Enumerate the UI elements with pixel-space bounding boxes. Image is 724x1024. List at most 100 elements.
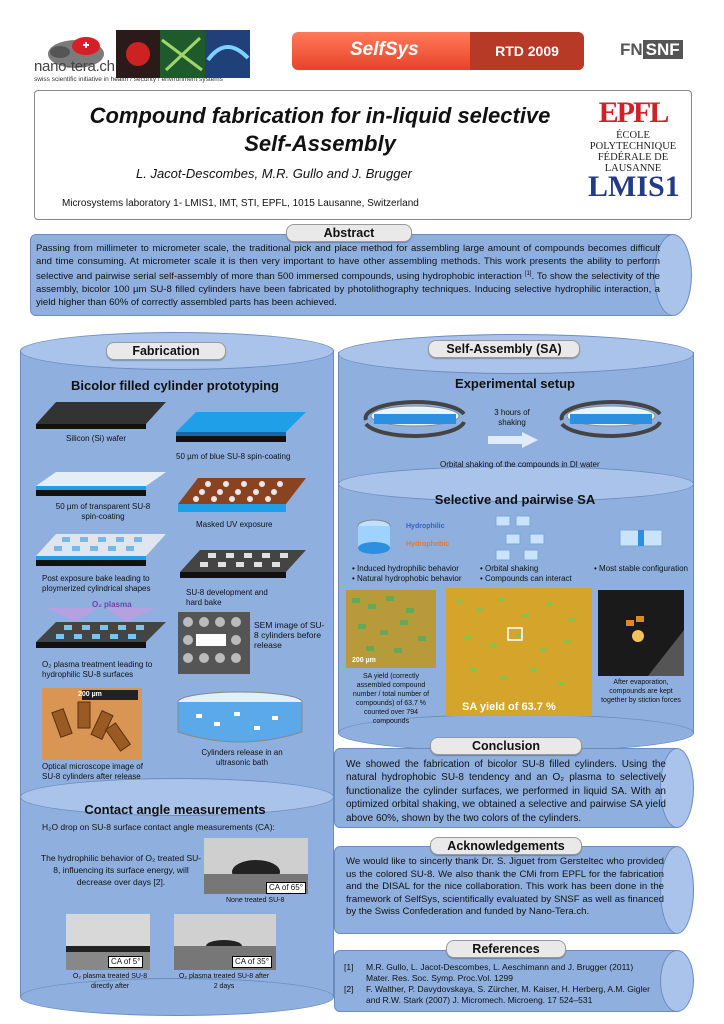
o2-plasma-diagram [36, 608, 166, 648]
abstract-text: Passing from millimeter to micrometer sc… [36, 243, 660, 309]
selfsys-name: SelfSys [350, 39, 419, 60]
conclusion-label: Conclusion [430, 737, 582, 755]
epfl-logo: EPFL ÉCOLE POLYTECHNIQUE FÉDÉRALE DE LAU… [578, 96, 688, 174]
bullet-stable: • Most stable configuration [594, 564, 688, 573]
contact-heading: Contact angle measurements [84, 802, 266, 817]
selective-heading: Selective and pairwise SA [434, 492, 596, 507]
sa-yield-large-image [446, 588, 592, 716]
hydrophilic-label: Hydrophilic [406, 523, 445, 530]
bullet-interact: • Compounds can interact [480, 574, 572, 583]
pair-shaking-diagram [495, 515, 545, 561]
fabrication-label: Fabrication [106, 342, 226, 360]
sem-caption: SEM image of SU-8 cylinders before relea… [254, 620, 325, 650]
sa-divider [338, 466, 694, 502]
abstract-ref: [1] [524, 271, 532, 278]
contact-divider [20, 778, 334, 816]
refs-cylinder [334, 950, 676, 1012]
blue-su8-diagram [176, 412, 306, 442]
references-label: References [446, 940, 566, 958]
transparent-su8-diagram [36, 472, 166, 496]
header-photo-strip [116, 30, 250, 78]
stable-config-diagram [619, 529, 663, 547]
evaporation-image [598, 590, 684, 676]
orbital-caption: Orbital shaking of the compounds in DI w… [440, 460, 600, 469]
step-development: SU-8 development and hard bake [186, 588, 268, 607]
release-caption: Cylinders release in an ultrasonic bath [201, 748, 283, 767]
bullet-hydrophilic: • Induced hydrophilic behavior [352, 564, 459, 573]
fns-text: FN [620, 40, 643, 59]
title-box [34, 90, 692, 220]
bullet-orbital: • Orbital shaking [480, 564, 539, 573]
sem-image [178, 612, 250, 674]
ca35-badge: CA of 35° [232, 956, 272, 968]
ack-cylinder [334, 846, 676, 934]
selfsys-banner: SelfSys RTD 2009 [292, 32, 584, 70]
lmis1-logo: LMIS1 [588, 170, 680, 203]
step-post-exposure: Post exposure bake leading to ploymerize… [42, 574, 151, 593]
ca5-caption: O₂ plasma treated SU-8 directly after [72, 973, 148, 990]
title-line-2: Self-Assembly [244, 131, 396, 156]
scale-200-fab: 200 µm [78, 691, 102, 698]
ack-label: Acknowledgements [430, 837, 582, 855]
yield-badge: SA yield of 63.7 % [462, 701, 556, 713]
step-transparent-su8: 50 µm of transparent SU-8 spin-coating [55, 502, 151, 521]
exp-heading: Experimental setup [455, 376, 575, 391]
hydro-cylinder-diagram [357, 519, 391, 554]
nano-tera-tagline: swiss scientific initiative in health / … [34, 76, 223, 83]
ack-text: We would like to sincerly thank Dr. S. J… [346, 856, 664, 918]
fabrication-cylinder-bottom [20, 978, 334, 1016]
refs-cylinder-end [660, 950, 694, 1012]
optical-caption: Optical microscope image of SU-8 cylinde… [42, 762, 143, 781]
none-treated-caption: None treated SU-8 [226, 897, 285, 904]
abstract-label: Abstract [286, 224, 412, 242]
step-blue-su8: 50 µm of blue SU-8 spin-coating [176, 452, 291, 461]
optical-microscope-image [42, 688, 142, 760]
shaker-before-diagram [363, 400, 466, 438]
post-exposure-diagram [36, 534, 166, 566]
evaporation-caption: After evaporation, compounds are kept to… [601, 679, 681, 704]
epfl-line-2: FÉDÉRALE DE LAUSANNE [597, 152, 669, 174]
scale-200-sa: 200 µm [352, 657, 376, 664]
o2-plasma-label: O₂ plasma [92, 600, 132, 609]
step-si-wafer: Silicon (Si) wafer [66, 434, 127, 443]
ref-2-number: [2] [344, 984, 354, 994]
conclusion-cylinder-end [660, 748, 694, 828]
poster-title: Compound fabrication for in-liquid selec… [60, 102, 580, 158]
shaking-label: 3 hours of shaking [494, 408, 530, 427]
abstract-text-b: . To show the selectivity of the assembl… [36, 271, 660, 308]
conclusion-cylinder [334, 748, 676, 828]
fabrication-heading: Bicolor filled cylinder prototyping [70, 378, 279, 393]
ref-1-number: [1] [344, 962, 354, 972]
epfl-wordmark: EPFL [598, 96, 670, 129]
shaker-after-diagram [559, 400, 662, 438]
ca35-caption: O₂ plasma treated SU-8 after 2 days [178, 973, 270, 990]
rtd-label: RTD 2009 [470, 32, 584, 70]
authors: L. Jacot-Descombes, M.R. Gullo and J. Br… [136, 166, 413, 181]
abstract-text-a: Passing from millimeter to micrometer sc… [36, 243, 660, 283]
contact-text: The hydrophilic behavior of O₂ treated S… [40, 853, 202, 887]
yield-caption: SA yield (correctly assembled compound n… [352, 673, 430, 725]
title-line-1: Compound fabrication for in-liquid selec… [89, 103, 551, 128]
shaking-arrow [488, 432, 538, 448]
ack-cylinder-end [660, 846, 694, 934]
nano-tera-name: nano-tera.ch [34, 58, 115, 75]
contact-intro: H₂O drop on SU-8 surface contact angle m… [42, 822, 275, 832]
ca65-badge: CA of 65° [266, 882, 306, 894]
si-wafer-diagram [36, 402, 166, 429]
ca5-badge: CA of 5° [108, 956, 144, 968]
affiliation: Microsystems laboratory 1- LMIS1, IMT, S… [62, 198, 419, 209]
sa-label: Self-Assembly (SA) [428, 340, 580, 358]
abstract-cylinder-end [654, 234, 692, 316]
conclusion-text: We showed the fabrication of bicolor SU-… [346, 759, 666, 824]
step-masked-uv: Masked UV exposure [196, 520, 273, 529]
sa-yield-small-image [346, 590, 436, 668]
step-o2-treatment: O₂ plasma treatment leading to hydrophil… [42, 660, 153, 679]
epfl-line-1: ÉCOLE POLYTECHNIQUE [589, 130, 677, 152]
hydrophobic-label: Hydrophobic [406, 541, 450, 548]
ref-2-text: F. Walther, P. Davydovskaya, S. Zürcher,… [366, 984, 650, 1005]
snf-text: SNF [642, 40, 683, 59]
nano-tera-logo [48, 37, 104, 68]
ref-1-text: M.R. Gullo, L. Jacot-Descombes, L. Aesch… [366, 962, 634, 983]
uv-exposure-diagram [178, 478, 306, 512]
